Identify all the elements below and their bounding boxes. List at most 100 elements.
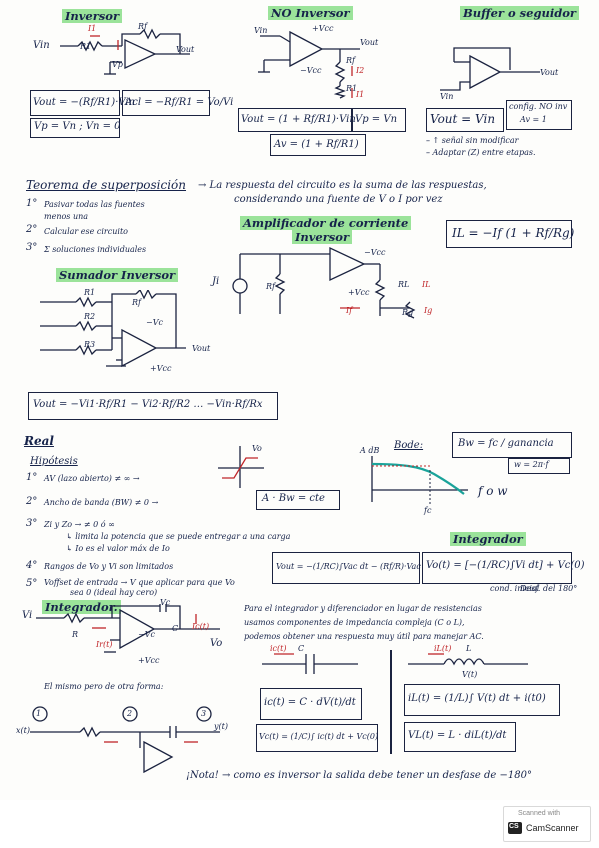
ind-il-formula: iL(t) = (1/L)∫ V(t) dt + i(t0) [408,693,546,704]
superposicion-title: Teorema de superposición [26,178,187,192]
nota-text: ¡Nota! → como es inversor la salida debe… [186,770,532,781]
cap-ic-formula: ic(t) = C · dV(t)/dt [264,697,356,708]
integrador2-c: C [172,624,179,633]
amp-corriente-circuit [232,246,416,319]
cap-vc-formula: Vc(t) = (1/C)∫ ic(t) dt + Vc(0) [259,732,379,741]
buffer-gain: Av = 1 [520,115,547,124]
integrador2-vo: Vo [210,638,223,649]
no-inversor-i1-label: I1 [356,90,365,99]
alt-node3: 3 [201,709,207,718]
superposicion-statement: → La respuesta del circuito es la suma d… [198,180,487,191]
impedancia-text3: podemos obtener una respuesta muy útil p… [244,632,484,641]
amp-corriente-vcc-pos: +Vcc [348,288,370,297]
inversor-vout-formula: Vout = −(Rf/R1)·Vin [33,97,136,108]
step1-num: 1° [26,198,38,209]
ind-il-label: iL(t) [434,644,452,653]
sumador-r1: R1 [84,288,96,297]
h5b-text: sea 0 (ideal hay cero) [70,588,158,597]
integrador2-title: Integrador. [42,600,121,614]
step3-text: Σ soluciones individuales [44,245,147,254]
sumador-r3: R3 [84,340,96,349]
notes-page: Inversor Vin R1 I1 Rf Vout Vp Vout = −(R… [16,6,585,781]
ind-vl-box [404,722,516,752]
alt-yt: y(t) [214,722,228,731]
integrador1-cond: cond. inicial [490,584,540,593]
h3b-text: ↳ Io es el valor máx de Io [66,544,170,553]
no-inversor-vout-label: Vout [360,38,379,47]
sumador-title: Sumador Inversor [56,268,179,282]
inversor-rf-label: Rf [138,22,147,31]
inversor-vp-formula: Vp = Vn ; Vn = 0 [34,121,121,132]
h3-num: 3° [26,518,38,529]
inversor-title: Inversor [62,9,123,23]
integrador1-formula: Vout = −(1/RC)∫Vac dt − (Rf/R)·Vac [276,562,421,571]
no-inversor-vp-formula: Vp = Vn [355,114,398,125]
no-inversor-circuit [258,30,360,99]
amp-corriente-title: Amplificador de corriente [240,216,412,230]
no-inversor-gain-formula: Av = (1 + Rf/R1) [274,139,359,150]
amp-corriente-if: If [346,306,353,315]
no-inversor-i2-label: I2 [356,66,365,75]
sumador-rf: Rf [132,298,141,307]
buffer-title: Buffer o seguidor [460,6,579,20]
integrador2-vc: Vc [160,598,171,607]
inversor-vp-label: Vp [112,60,123,69]
amp-corriente-subtitle: Inversor [292,230,353,244]
amp-corriente-formula-box [446,220,572,248]
step1-text-b: menos una [44,212,89,221]
no-inversor-r1-label: R1 [346,84,358,93]
amp-corriente-vcc-neg: −Vcc [364,248,386,257]
buffer-config: config. NO inv [509,102,568,111]
inversor-vp-box [30,118,120,138]
no-inversor-vout-box [238,108,352,132]
buffer-formula-box [426,108,504,132]
bode-title: Bode: [394,440,424,451]
h3-text: Zi y Zo → ≠ 0 ó ∞ [44,520,115,529]
no-inversor-vout-formula: Vout = (1 + Rf/R1)·Vin [241,114,356,125]
omega-formula: w = 2π·f [514,460,549,469]
bode-plot [371,456,468,504]
buffer-note2: – Adaptar (Z) entre etapas. [426,148,536,157]
h2-box-text: A · Bw = cte [262,493,325,504]
integrador2-ic: Ic(t) [192,622,210,631]
alt-node2: 2 [127,709,133,718]
no-inversor-title: NO Inversor [268,6,353,20]
amp-corriente-ig: Ig [424,306,433,315]
cap-ic-box [260,688,362,720]
h5-text: Voffset de entrada → V que aplicar para … [44,578,235,587]
h2-box [256,490,340,510]
integrador2-alt: El mismo pero de otra forma: [44,682,164,691]
alt-xt: x(t) [16,726,30,735]
no-inversor-vin-label: Vin [254,26,268,35]
capacitor-symbol [262,653,358,674]
buffer-vin-label: Vin [440,92,454,101]
ind-il-box [404,684,560,716]
integrador2-ir: Ir(t) [96,640,113,649]
h4-num: 4° [26,560,38,571]
integrador1-formula2: Vo(t) = [−(1/RC)∫Vi dt] + Vc(0) [426,560,585,571]
inductor-symbol [408,653,528,666]
inversor-gain-box [122,90,210,116]
no-inversor-vcc-pos: +Vcc [312,24,334,33]
h2-num: 2° [26,496,38,507]
omega-box [508,458,570,474]
camscanner-logo-icon [508,822,522,834]
integrador1-formula-box [272,552,420,584]
cap-c-label: C [298,644,305,653]
inversor-vout-box [30,90,120,116]
sumador-vcc-neg: −Vc [146,318,163,327]
buffer-formula: Vout = Vin [430,112,496,126]
h5-num: 5° [26,578,38,589]
alt-node1: 1 [36,709,42,718]
amp-corriente-rf: Rf [266,282,275,291]
no-inversor-vp-box [352,108,406,132]
bode-fc-label: fc [424,506,432,515]
no-inversor-vcc-neg: −Vcc [300,66,322,75]
integrador2-vi: Vi [22,610,33,621]
step3-num: 3° [26,242,38,253]
inversor-r1-label: R1 [80,42,92,51]
sumador-formula: Vout = −Vi1·Rf/R1 − Vi2·Rf/R2 … −Vin·Rf/… [33,399,263,410]
buffer-note1: – ↑ señal sin modificar [426,136,519,145]
impedancia-text1: Para el integrador y diferenciador en lu… [244,604,482,613]
buffer-config-box [506,100,572,130]
